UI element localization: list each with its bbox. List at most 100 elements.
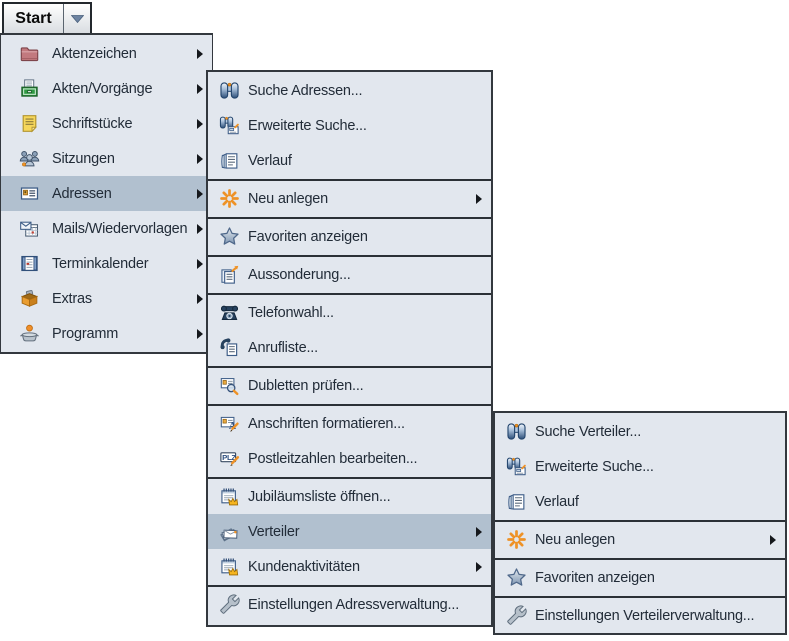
menu-item-label: Suche Verteiler...: [535, 423, 642, 440]
menu-separator: [208, 292, 491, 295]
toolbox-icon: [18, 288, 40, 310]
menu-item-neu-anlegen[interactable]: Neu anlegen: [208, 181, 491, 216]
submenu-arrow-icon: [197, 328, 203, 339]
history-pages-icon: [505, 491, 527, 513]
menu-item-einstellungen-verteilerverwaltung[interactable]: Einstellungen Verteilerverwaltung...: [495, 598, 785, 633]
menu-item-adressen[interactable]: Adressen: [1, 176, 212, 211]
menu-item-sitzungen[interactable]: Sitzungen: [1, 141, 212, 176]
menu-item-label: Programm: [52, 325, 119, 342]
menu-item-jubiläumsliste-öffnen[interactable]: Jubiläumsliste öffnen...: [208, 479, 491, 514]
menu-item-kundenaktivitäten[interactable]: Kundenaktivitäten: [208, 549, 491, 584]
menu-item-label: Suche Adressen...: [248, 82, 363, 99]
menu-item-einstellungen-adressverwaltung[interactable]: Einstellungen Adressverwaltung...: [208, 587, 491, 622]
menu-item-label: Einstellungen Adressverwaltung...: [248, 596, 460, 613]
menu-separator: [208, 476, 491, 479]
menu-item-label: Jubiläumsliste öffnen...: [248, 488, 391, 505]
document-icon: [18, 113, 40, 135]
menu-item-programm[interactable]: Programm: [1, 316, 212, 351]
new-asterisk-icon: [218, 188, 240, 210]
menu-separator: [208, 365, 491, 368]
menu-item-label: Terminkalender: [52, 255, 149, 272]
file-cabinet-icon: [18, 78, 40, 100]
meeting-people-icon: [18, 148, 40, 170]
menu-item-label: Neu anlegen: [248, 190, 329, 207]
menu-item-label: Adressen: [52, 185, 112, 202]
submenu-arrow-icon: [197, 83, 203, 94]
call-list-icon: [218, 337, 240, 359]
menu-item-erweiterte-suche[interactable]: Erweiterte Suche...: [208, 108, 491, 143]
menu-separator: [495, 557, 785, 560]
menu-item-label: Anschriften formatieren...: [248, 415, 405, 432]
advanced-search-icon: [505, 456, 527, 478]
menu-item-label: Einstellungen Verteilerverwaltung...: [535, 607, 755, 624]
menu-item-dubletten-prüfen[interactable]: Dubletten prüfen...: [208, 368, 491, 403]
menu-item-label: Aussonderung...: [248, 266, 351, 283]
menu-item-label: Sitzungen: [52, 150, 115, 167]
menu-item-akten-vorgänge[interactable]: Akten/Vorgänge: [1, 71, 212, 106]
menu-item-aussonderung[interactable]: Aussonderung...: [208, 257, 491, 292]
menu-item-aktenzeichen[interactable]: Aktenzeichen: [1, 36, 212, 71]
submenu-arrow-icon: [197, 118, 203, 129]
menu-item-schriftstücke[interactable]: Schriftstücke: [1, 106, 212, 141]
star-icon: [505, 567, 527, 589]
menu-item-verlauf[interactable]: Verlauf: [208, 143, 491, 178]
menu-item-label: Kundenaktivitäten: [248, 558, 360, 575]
menu-item-erweiterte-suche[interactable]: Erweiterte Suche...: [495, 449, 785, 484]
menu-item-label: Erweiterte Suche...: [535, 458, 654, 475]
program-icon: [18, 323, 40, 345]
menu-item-verlauf[interactable]: Verlauf: [495, 484, 785, 519]
start-button[interactable]: Start: [2, 2, 92, 33]
chevron-down-icon[interactable]: [63, 4, 90, 33]
submenu-arrow-icon: [476, 193, 482, 204]
menu-separator: [208, 178, 491, 181]
menu-item-suche-verteiler[interactable]: Suche Verteiler...: [495, 414, 785, 449]
menu-item-extras[interactable]: Extras: [1, 281, 212, 316]
wrench-icon: [218, 594, 240, 616]
menu-item-suche-adressen[interactable]: Suche Adressen...: [208, 73, 491, 108]
menu-item-label: Mails/Wiedervorlagen: [52, 220, 188, 237]
menu-item-anrufliste[interactable]: Anrufliste...: [208, 330, 491, 365]
menu-item-neu-anlegen[interactable]: Neu anlegen: [495, 522, 785, 557]
menu-separator: [208, 584, 491, 587]
menu-item-postleitzahlen-bearbeiten[interactable]: PLZ Postleitzahlen bearbeiten...: [208, 441, 491, 476]
svg-text:PLZ: PLZ: [222, 453, 236, 462]
advanced-search-icon: [218, 115, 240, 137]
submenu-arrow-icon: [197, 223, 203, 234]
submenu-arrow-icon: [476, 526, 482, 537]
anniversary-list-icon: [218, 486, 240, 508]
menu-item-telefonwahl[interactable]: Telefonwahl...: [208, 295, 491, 330]
start-button-label: Start: [15, 9, 52, 27]
folder-icon: [18, 43, 40, 65]
wrench-icon: [505, 605, 527, 627]
distribution-cards-icon: [218, 521, 240, 543]
submenu-arrow-icon: [770, 534, 776, 545]
telephone-icon: [218, 302, 240, 324]
menu-item-label: Schriftstücke: [52, 115, 133, 132]
menu-separator: [208, 216, 491, 219]
menu-item-verteiler[interactable]: Verteiler: [208, 514, 491, 549]
submenu-arrow-icon: [197, 258, 203, 269]
adressen-submenu: Suche Adressen... Erweiterte Suche... Verl…: [206, 70, 493, 627]
customer-activities-icon: [218, 556, 240, 578]
export-document-icon: [218, 264, 240, 286]
history-pages-icon: [218, 150, 240, 172]
menu-item-favoriten-anzeigen[interactable]: Favoriten anzeigen: [208, 219, 491, 254]
menu-item-label: Neu anlegen: [535, 531, 616, 548]
menu-item-favoriten-anzeigen[interactable]: Favoriten anzeigen: [495, 560, 785, 595]
menu-item-label: Erweiterte Suche...: [248, 117, 367, 134]
menu-item-label: Favoriten anzeigen: [535, 569, 655, 586]
plz-edit-icon: PLZ: [218, 448, 240, 470]
menu-separator: [208, 254, 491, 257]
submenu-arrow-icon: [197, 153, 203, 164]
mail-calendar-icon: [18, 218, 40, 240]
menu-item-mails-wiedervorlagen[interactable]: Mails/Wiedervorlagen: [1, 211, 212, 246]
menu-item-label: Verlauf: [535, 493, 579, 510]
binoculars-icon: [505, 421, 527, 443]
submenu-arrow-icon: [197, 48, 203, 59]
menu-separator: [208, 403, 491, 406]
menu-item-label: Verlauf: [248, 152, 292, 169]
menu-item-label: Postleitzahlen bearbeiten...: [248, 450, 418, 467]
menu-item-terminkalender[interactable]: Terminkalender: [1, 246, 212, 281]
menu-item-label: Extras: [52, 290, 92, 307]
